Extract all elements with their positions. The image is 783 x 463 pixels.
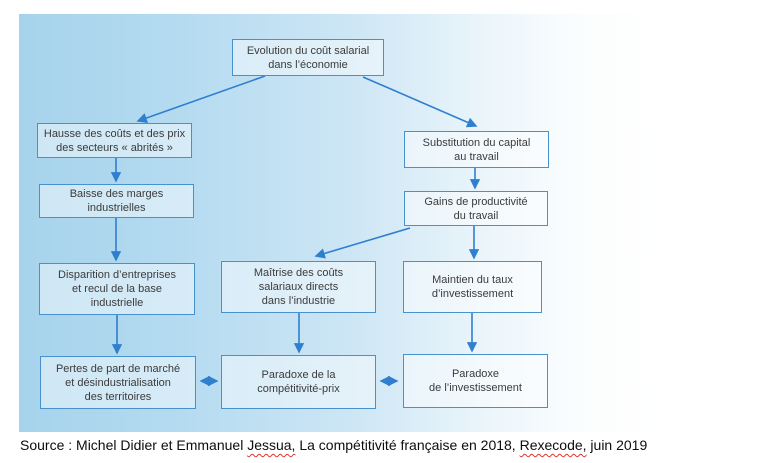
flowchart-canvas: Evolution du coût salarial dans l’économ… bbox=[19, 14, 757, 432]
source-misspelled-rexecode: Rexecode, bbox=[519, 437, 587, 453]
node-paradoxe-investissement: Paradoxe de l’investissement bbox=[403, 354, 548, 408]
node-hausse-couts-prix: Hausse des coûts et des prix des secteur… bbox=[37, 123, 192, 158]
node-disparition-entreprises: Disparition d’entreprises et recul de la… bbox=[39, 263, 195, 315]
node-paradoxe-competitivite-prix: Paradoxe de la compétitivité-prix bbox=[221, 355, 376, 409]
source-text-part2: La compétitivité française en 2018, bbox=[295, 437, 520, 453]
node-evolution-cout-salarial: Evolution du coût salarial dans l’économ… bbox=[232, 39, 384, 76]
node-pertes-part-marche: Pertes de part de marché et désindustria… bbox=[40, 356, 196, 409]
source-misspelled-jessua: Jessua, bbox=[247, 437, 296, 453]
node-gains-productivite: Gains de productivité du travail bbox=[404, 191, 548, 226]
node-maintien-taux-investissement: Maintien du taux d’investissement bbox=[403, 261, 542, 313]
arrow-gains-to-maitrise bbox=[314, 227, 411, 259]
node-baisse-marges: Baisse des marges industrielles bbox=[39, 184, 194, 218]
source-text-part3: juin 2019 bbox=[586, 437, 648, 453]
source-text-part1: Source : Michel Didier et Emmanuel bbox=[20, 437, 248, 453]
source-caption: Source : Michel Didier et Emmanuel Jessu… bbox=[20, 437, 647, 453]
node-maitrise-couts-salariaux: Maîtrise des coûts salariaux directs dan… bbox=[221, 261, 376, 313]
arrow-evolution-to-substitution bbox=[362, 76, 478, 128]
node-substitution-capital: Substitution du capital au travail bbox=[404, 131, 549, 168]
arrow-evolution-to-hausse bbox=[136, 75, 266, 123]
